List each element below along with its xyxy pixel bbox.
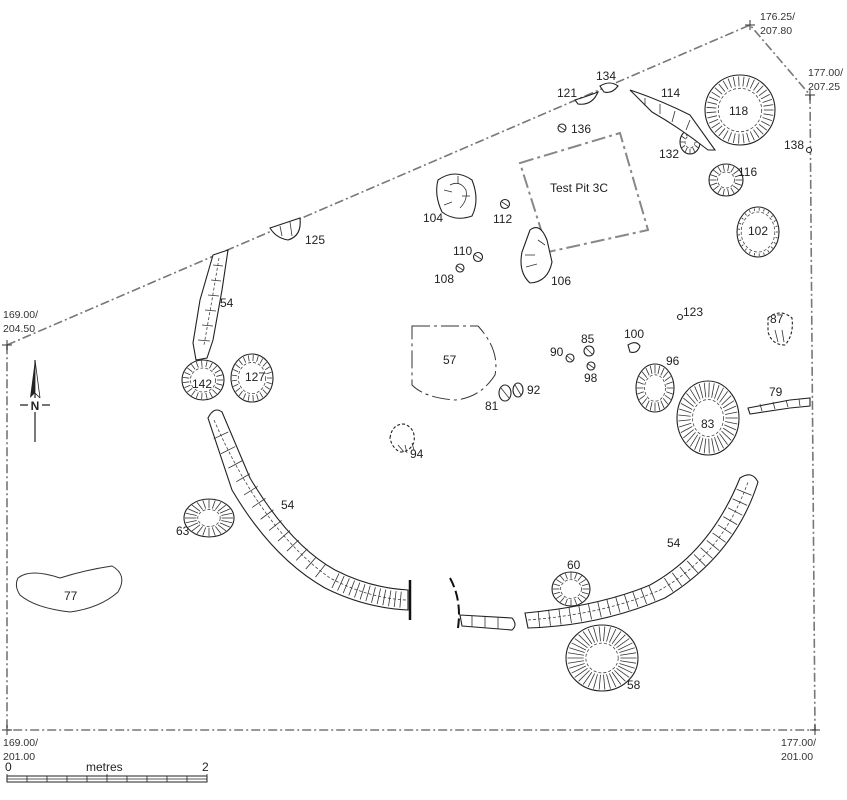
label-127: 127 xyxy=(245,370,265,384)
label-60: 60 xyxy=(567,558,581,572)
coord-east-top: 177.00/207.25 xyxy=(808,67,843,93)
label-79: 79 xyxy=(769,385,783,399)
feature-54-west-arc xyxy=(207,409,412,620)
label-104: 104 xyxy=(423,211,443,225)
scale-unit: metres xyxy=(86,760,123,774)
feature-104-pit xyxy=(436,173,477,219)
feature-83-pit xyxy=(676,380,740,456)
scale-start: 0 xyxy=(5,760,12,774)
coord-west-top: 169.00/204.50 xyxy=(3,309,38,335)
label-118: 118 xyxy=(729,104,748,118)
feature-87-pit xyxy=(767,312,793,346)
label-102: 102 xyxy=(748,224,768,238)
label-54-east: 54 xyxy=(667,536,681,550)
label-58: 58 xyxy=(627,678,641,692)
label-81: 81 xyxy=(485,399,499,413)
feature-58-pit xyxy=(565,624,639,692)
label-125: 125 xyxy=(305,233,325,247)
north-arrow-icon: N xyxy=(20,359,50,442)
coord-south-west: 169.00/201.00 xyxy=(3,737,38,763)
feature-138-posthole xyxy=(805,146,813,154)
label-138: 138 xyxy=(784,138,804,152)
feature-54-north-gully xyxy=(192,249,229,361)
label-134: 134 xyxy=(596,69,616,83)
feature-63-pit xyxy=(183,498,235,538)
natural-features xyxy=(15,325,497,613)
postholes xyxy=(181,74,780,692)
feature-134-pit xyxy=(599,82,619,93)
feature-54-terminal xyxy=(449,577,516,631)
coord-north-east-top: 176.25/207.80 xyxy=(760,11,795,37)
label-92: 92 xyxy=(527,383,541,397)
feature-123-posthole xyxy=(676,313,684,321)
feature-125-pit xyxy=(269,217,301,241)
label-57: 57 xyxy=(443,353,457,367)
feature-116-pit xyxy=(708,163,744,197)
label-54-north: 54 xyxy=(220,296,234,310)
feature-100-pit xyxy=(627,342,641,353)
small-pits xyxy=(269,82,813,454)
label-100: 100 xyxy=(624,327,644,341)
scale-bar: 0 metres 2 xyxy=(5,760,209,783)
feature-118-pit xyxy=(704,74,776,146)
feature-60-pit xyxy=(551,571,591,607)
label-106: 106 xyxy=(551,274,571,288)
scale-end: 2 xyxy=(202,760,209,774)
label-132: 132 xyxy=(659,147,679,161)
feature-77-hollow xyxy=(15,565,123,613)
excavation-boundary xyxy=(2,20,820,735)
label-121: 121 xyxy=(557,86,577,100)
label-54-west: 54 xyxy=(281,498,295,512)
feature-54-east-arc xyxy=(524,474,759,629)
feature-57-hollow xyxy=(411,325,497,401)
label-98: 98 xyxy=(584,371,598,385)
label-116: 116 xyxy=(738,165,757,179)
feature-102-pit xyxy=(736,206,780,258)
coord-south-east: 177.00/201.00 xyxy=(781,737,816,763)
feature-127-pit xyxy=(230,353,274,403)
test-pit-label: Test Pit 3C xyxy=(550,181,608,195)
feature-121-pit xyxy=(574,90,600,105)
label-123: 123 xyxy=(683,305,703,319)
label-96: 96 xyxy=(666,354,680,368)
label-114: 114 xyxy=(661,86,680,100)
label-77: 77 xyxy=(64,589,78,603)
label-85: 85 xyxy=(581,332,595,346)
feature-106-pit xyxy=(520,227,553,284)
test-pit-3c: Test Pit 3C xyxy=(518,131,650,254)
label-90: 90 xyxy=(550,345,564,359)
feature-labels: 54 54 54 57 58 60 63 77 79 81 83 85 87 9… xyxy=(64,69,804,692)
label-142: 142 xyxy=(192,377,212,391)
feature-142-pit xyxy=(181,359,225,401)
label-136: 136 xyxy=(571,122,591,136)
feature-79-gully xyxy=(747,397,811,415)
grid-coordinate-labels: 176.25/207.80 177.00/207.25 169.00/204.5… xyxy=(3,11,843,763)
label-94: 94 xyxy=(410,447,424,461)
feature-94-pit xyxy=(389,423,415,453)
label-110: 110 xyxy=(453,244,472,258)
label-63: 63 xyxy=(176,524,190,538)
label-83: 83 xyxy=(701,417,715,431)
feature-96-pit xyxy=(635,363,675,413)
north-label: N xyxy=(31,399,40,413)
label-112: 112 xyxy=(493,212,512,226)
label-108: 108 xyxy=(434,272,454,286)
label-87: 87 xyxy=(770,312,784,326)
